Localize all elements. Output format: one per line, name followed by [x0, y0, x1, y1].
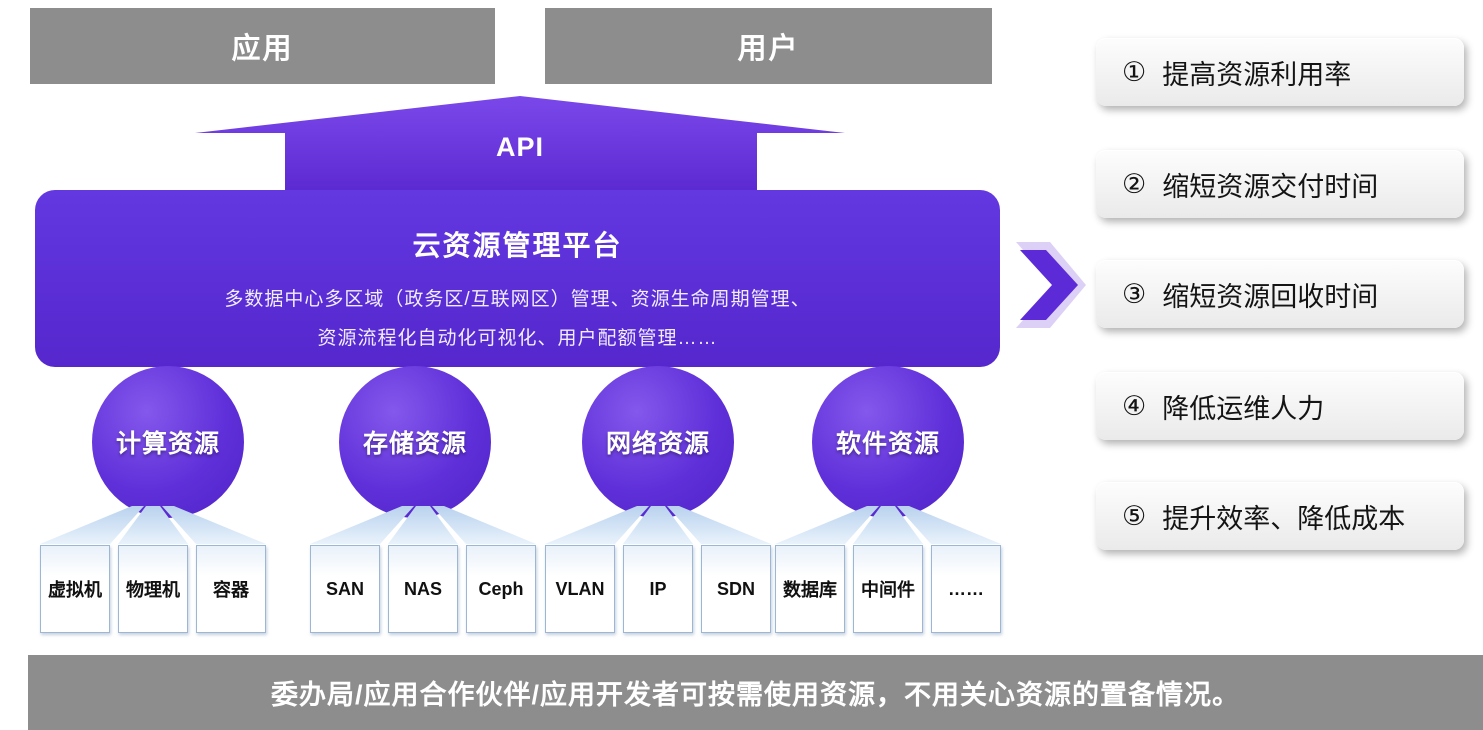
resource-circle-compute-label: 计算资源	[115, 430, 220, 458]
benefit-text: 提升效率、降低成本	[1162, 503, 1406, 534]
platform-desc-line1: 多数据中心多区域（政务区/互联网区）管理、资源生命周期管理、	[224, 289, 811, 310]
software-items-row: 数据库 中间件 ……	[775, 545, 1001, 633]
fan-connector-compute	[40, 506, 266, 544]
api-label: API	[495, 132, 544, 162]
api-arrow-shape	[195, 96, 845, 190]
item-box: SAN	[310, 545, 380, 633]
benefit-text: 缩短资源回收时间	[1162, 281, 1379, 312]
benefit-number: ③	[1122, 278, 1147, 309]
benefit-text: 降低运维人力	[1162, 393, 1325, 424]
platform-desc-line2: 资源流程化自动化可视化、用户配额管理……	[317, 328, 718, 349]
fan-connector-software	[775, 506, 1001, 544]
resource-circle-software: 软件资源	[812, 366, 964, 518]
fan-connector-storage	[310, 506, 536, 544]
item-box: VLAN	[545, 545, 615, 633]
item-box: 中间件	[853, 545, 923, 633]
resource-circle-storage-label: 存储资源	[362, 430, 467, 458]
item-box: 数据库	[775, 545, 845, 633]
resource-circle-software-label: 软件资源	[835, 430, 940, 458]
footer-bar: 委办局/应用合作伙伴/应用开发者可按需使用资源，不用关心资源的置备情况。	[28, 655, 1483, 730]
benefit-number: ②	[1122, 168, 1147, 199]
item-box: IP	[623, 545, 693, 633]
resource-circle-storage: 存储资源	[339, 366, 491, 518]
item-box: SDN	[701, 545, 771, 633]
resource-circle-network-label: 网络资源	[605, 430, 710, 458]
top-box-application-label: 应用	[231, 33, 294, 65]
benefit-item-2: ② 缩短资源交付时间	[1096, 150, 1464, 218]
api-arrow-up-icon: API	[195, 96, 845, 190]
item-box: Ceph	[466, 545, 536, 633]
benefit-item-5: ⑤ 提升效率、降低成本	[1096, 482, 1464, 550]
item-box: 物理机	[118, 545, 188, 633]
benefit-text: 提高资源利用率	[1162, 59, 1352, 90]
benefit-item-1: ① 提高资源利用率	[1096, 38, 1464, 106]
item-box: 虚拟机	[40, 545, 110, 633]
benefit-number: ④	[1122, 390, 1147, 421]
resource-circle-compute: 计算资源	[92, 366, 244, 518]
fan-connector-network	[545, 506, 771, 544]
benefit-item-3: ③ 缩短资源回收时间	[1096, 260, 1464, 328]
compute-items-row: 虚拟机 物理机 容器	[40, 545, 266, 633]
item-box: ……	[931, 545, 1001, 633]
benefit-item-4: ④ 降低运维人力	[1096, 372, 1464, 440]
item-box: NAS	[388, 545, 458, 633]
storage-items-row: SAN NAS Ceph	[310, 545, 536, 633]
top-box-user: 用户	[545, 8, 992, 84]
top-box-user-label: 用户	[737, 33, 800, 65]
platform-title: 云资源管理平台	[412, 230, 623, 261]
platform-box: 云资源管理平台 多数据中心多区域（政务区/互联网区）管理、资源生命周期管理、 资…	[35, 190, 1000, 367]
benefit-number: ①	[1122, 56, 1147, 87]
network-items-row: VLAN IP SDN	[545, 545, 771, 633]
top-box-application: 应用	[30, 8, 495, 84]
footer-text: 委办局/应用合作伙伴/应用开发者可按需使用资源，不用关心资源的置备情况。	[270, 680, 1240, 710]
arrow-right-shape	[1016, 242, 1086, 328]
benefit-number: ⑤	[1122, 500, 1147, 531]
resource-circle-network: 网络资源	[582, 366, 734, 518]
item-box: 容器	[196, 545, 266, 633]
arrow-right-icon	[1014, 242, 1086, 328]
benefit-text: 缩短资源交付时间	[1162, 171, 1379, 202]
